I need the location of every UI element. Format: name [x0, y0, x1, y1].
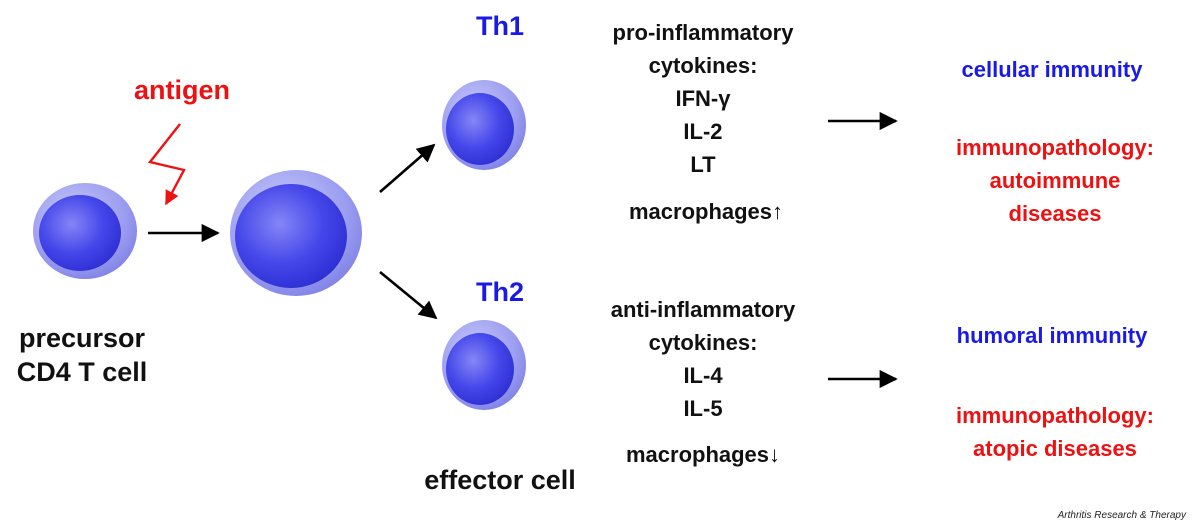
th1-pathology-line3: diseases: [1008, 201, 1102, 226]
precursor-label-line1: precursor: [18, 323, 146, 353]
th1-cytokines-heading1: pro-inflammatory: [612, 20, 794, 45]
th2-outcome: humoral immunity: [956, 323, 1148, 348]
precursor-label-line2: CD4 T cell: [16, 356, 148, 387]
th1-pathology: immunopathology: autoimmune diseases: [956, 131, 1154, 230]
th2-pathology: immunopathology: atopic diseases: [956, 399, 1154, 465]
th2-cytokine-item: IL-4: [683, 363, 723, 388]
th2-cytokines: anti-inflammatory cytokines: IL-4 IL-5: [611, 293, 796, 425]
th1-pathology-line1: immunopathology:: [956, 135, 1154, 160]
th2-cytokine-item: IL-5: [683, 396, 723, 421]
activated-cell: [230, 170, 362, 296]
th2-label: Th2: [475, 277, 525, 307]
th1-macrophages: macrophages↑: [628, 199, 784, 224]
precursor-label: precursor CD4 T cell: [17, 322, 148, 390]
th1-cytokines-heading2: cytokines:: [648, 53, 758, 78]
effector-cell-label: effector cell: [424, 465, 576, 495]
th1-pathology-line2: autoimmune: [989, 168, 1121, 193]
arrow-to-th2: [379, 270, 438, 320]
th1-cytokine-item: IFN-γ: [675, 86, 731, 111]
th2-pathology-line2: atopic diseases: [973, 436, 1137, 461]
th1-outcome: cellular immunity: [961, 57, 1143, 82]
antigen-label: antigen: [133, 75, 231, 105]
th2-pathology-line1: immunopathology:: [956, 403, 1154, 428]
th1-label: Th1: [475, 11, 525, 41]
th2-macrophages: macrophages↓: [625, 442, 781, 467]
th1-cell: [442, 80, 526, 170]
source-credit: Arthritis Research & Therapy: [1057, 510, 1186, 521]
arrow-to-th1: [379, 143, 436, 193]
th2-cell: [442, 320, 526, 410]
precursor-cell: [33, 183, 137, 279]
th1-cytokine-item: LT: [690, 152, 716, 177]
th2-cytokines-heading2: cytokines:: [648, 330, 758, 355]
th1-cytokine-item: IL-2: [683, 119, 723, 144]
th1-cytokines: pro-inflammatory cytokines: IFN-γ IL-2 L…: [613, 16, 794, 181]
th2-cytokines-heading1: anti-inflammatory: [610, 297, 796, 322]
antigen-bolt-icon: [147, 123, 186, 206]
